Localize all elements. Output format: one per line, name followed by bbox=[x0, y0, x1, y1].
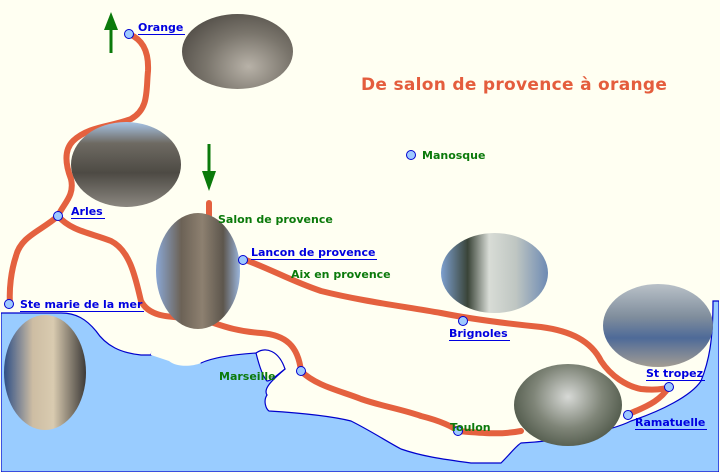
lancon-link[interactable]: Lancon de provence bbox=[251, 246, 378, 260]
ramatuelle-link[interactable]: Ramatuelle bbox=[635, 416, 708, 430]
arles-arena-photo bbox=[71, 122, 181, 207]
brignoles-building-photo bbox=[441, 233, 548, 313]
st-tropez-harbour-photo bbox=[603, 284, 713, 367]
toulon-label: Toulon bbox=[450, 421, 491, 434]
ste-marie-church-photo bbox=[4, 315, 86, 430]
ste-marie-link[interactable]: Ste marie de la mer bbox=[20, 298, 145, 312]
manosque-dot[interactable] bbox=[406, 150, 416, 160]
orange-theatre-photo bbox=[182, 14, 293, 89]
map-title: De salon de provence à orange bbox=[361, 75, 668, 95]
arles-dot[interactable] bbox=[53, 211, 63, 221]
ramatuelle-village-photo bbox=[514, 364, 622, 446]
ramatuelle-dot[interactable] bbox=[623, 410, 633, 420]
lancon-dot[interactable] bbox=[238, 255, 248, 265]
manosque-label: Manosque bbox=[422, 149, 486, 162]
orange-link[interactable]: Orange bbox=[138, 21, 186, 35]
toulon-dot[interactable] bbox=[453, 426, 463, 436]
orange-dot[interactable] bbox=[124, 29, 134, 39]
brignoles-link[interactable]: Brignoles bbox=[449, 327, 510, 341]
marseille-dot[interactable] bbox=[296, 366, 306, 376]
st-tropez-dot[interactable] bbox=[664, 382, 674, 392]
ste-marie-dot[interactable] bbox=[4, 299, 14, 309]
brignoles-dot[interactable] bbox=[458, 316, 468, 326]
arles-link[interactable]: Arles bbox=[71, 205, 105, 219]
salon-label: Salon de provence bbox=[218, 213, 333, 226]
marseille-label: Marseille bbox=[219, 370, 276, 383]
salon-tower-photo bbox=[156, 213, 240, 329]
st-tropez-link[interactable]: St tropez bbox=[646, 367, 705, 381]
aix-label: Aix en provence bbox=[291, 268, 391, 281]
land-patch bbox=[255, 349, 286, 382]
arrows bbox=[104, 12, 216, 191]
marseille-cape bbox=[151, 331, 201, 366]
